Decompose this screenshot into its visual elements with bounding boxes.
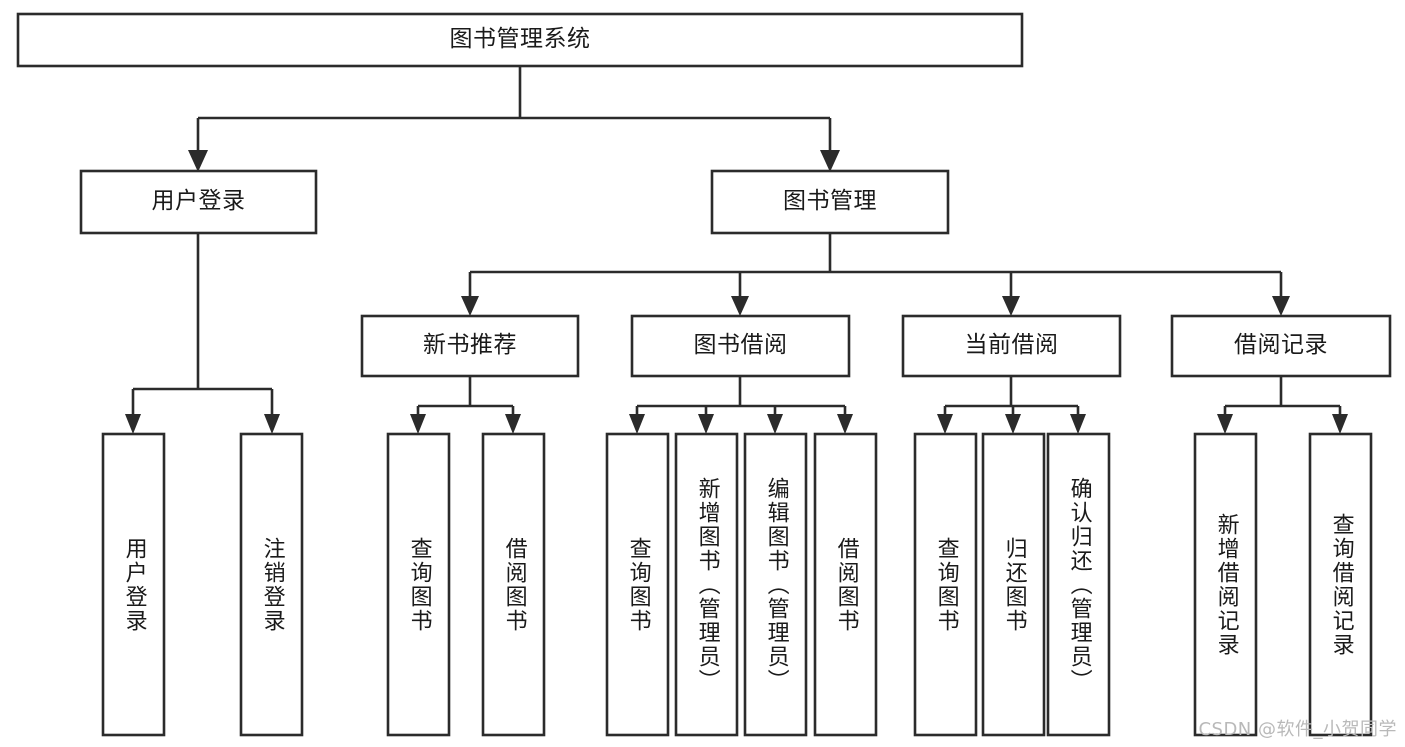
node-leaf-add-record[interactable] <box>1193 432 1258 737</box>
node-leaf-user-login[interactable] <box>101 432 166 737</box>
edge-userlogin-bus <box>131 233 274 416</box>
arrowhead-leaf-edit-book <box>767 414 783 434</box>
arrowhead-leaf-add-record <box>1217 414 1233 434</box>
node-root[interactable] <box>16 12 1024 68</box>
arrowhead-leaf-borrow-book-2 <box>837 414 853 434</box>
arrowhead-borrow-record <box>1272 296 1290 316</box>
arrowhead-user-login <box>188 150 208 172</box>
arrowhead-leaf-confirm-return <box>1070 414 1086 434</box>
node-user-login[interactable] <box>79 169 318 235</box>
connector-layer <box>125 66 1348 434</box>
arrowhead-leaf-query-record <box>1332 414 1348 434</box>
node-new-book-rec[interactable] <box>360 314 580 378</box>
arrowhead-book-manage <box>820 150 840 172</box>
node-leaf-query-record[interactable] <box>1308 432 1373 737</box>
node-borrow-record[interactable] <box>1170 314 1392 378</box>
arrowhead-leaf-query-book-1 <box>410 414 426 434</box>
node-leaf-logout[interactable] <box>239 432 304 737</box>
edge-newbook-bus <box>416 376 515 416</box>
node-leaf-query-book-3[interactable] <box>913 432 978 737</box>
arrowhead-leaf-user-login <box>125 414 141 434</box>
node-leaf-borrow-book-2[interactable] <box>813 432 878 737</box>
arrowhead-leaf-logout <box>264 414 280 434</box>
arrowhead-leaf-borrow-book-1 <box>505 414 521 434</box>
arrowhead-new-book-rec <box>461 296 479 316</box>
node-leaf-borrow-book-1[interactable] <box>481 432 546 737</box>
node-book-borrow[interactable] <box>630 314 851 378</box>
edge-borrowrecord-bus <box>1223 376 1342 416</box>
arrowhead-current-borrow <box>1002 296 1020 316</box>
node-leaf-return-book[interactable] <box>981 432 1046 737</box>
edge-bookmanage-bus <box>468 233 1283 297</box>
edge-currentborrow-bus <box>943 376 1080 416</box>
arrowhead-leaf-return-book <box>1005 414 1021 434</box>
watermark: CSDN @软件_小贺同学 <box>1198 719 1397 740</box>
edge-bookborrow-bus <box>635 376 847 416</box>
arrowhead-leaf-query-book-2 <box>629 414 645 434</box>
node-leaf-query-book-1[interactable] <box>386 432 451 737</box>
edge-root-bus <box>196 66 832 152</box>
node-leaf-confirm-return[interactable] <box>1046 432 1111 737</box>
node-leaf-edit-book[interactable] <box>743 432 808 737</box>
node-layer <box>16 12 1392 737</box>
arrowhead-leaf-query-book-3 <box>937 414 953 434</box>
node-leaf-add-book[interactable] <box>674 432 739 737</box>
node-current-borrow[interactable] <box>901 314 1122 378</box>
arrowhead-leaf-add-book <box>698 414 714 434</box>
node-book-manage[interactable] <box>710 169 950 235</box>
arrowhead-book-borrow <box>731 296 749 316</box>
node-leaf-query-book-2[interactable] <box>605 432 670 737</box>
